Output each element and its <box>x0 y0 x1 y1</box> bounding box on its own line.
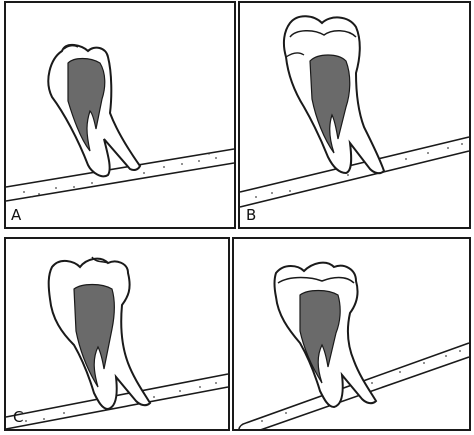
panel-c-drawing <box>4 237 230 431</box>
panel-a: A <box>4 1 236 229</box>
panel-label-a: A <box>11 208 21 223</box>
panel-c: C <box>4 237 230 431</box>
panel-label-b: B <box>246 208 256 223</box>
panel-label-c: C <box>13 410 23 425</box>
panel-b-drawing <box>238 1 471 229</box>
panel-d <box>232 237 471 431</box>
panel-a-drawing <box>4 1 236 229</box>
panel-b: B <box>238 1 471 229</box>
panel-d-drawing <box>232 237 471 431</box>
